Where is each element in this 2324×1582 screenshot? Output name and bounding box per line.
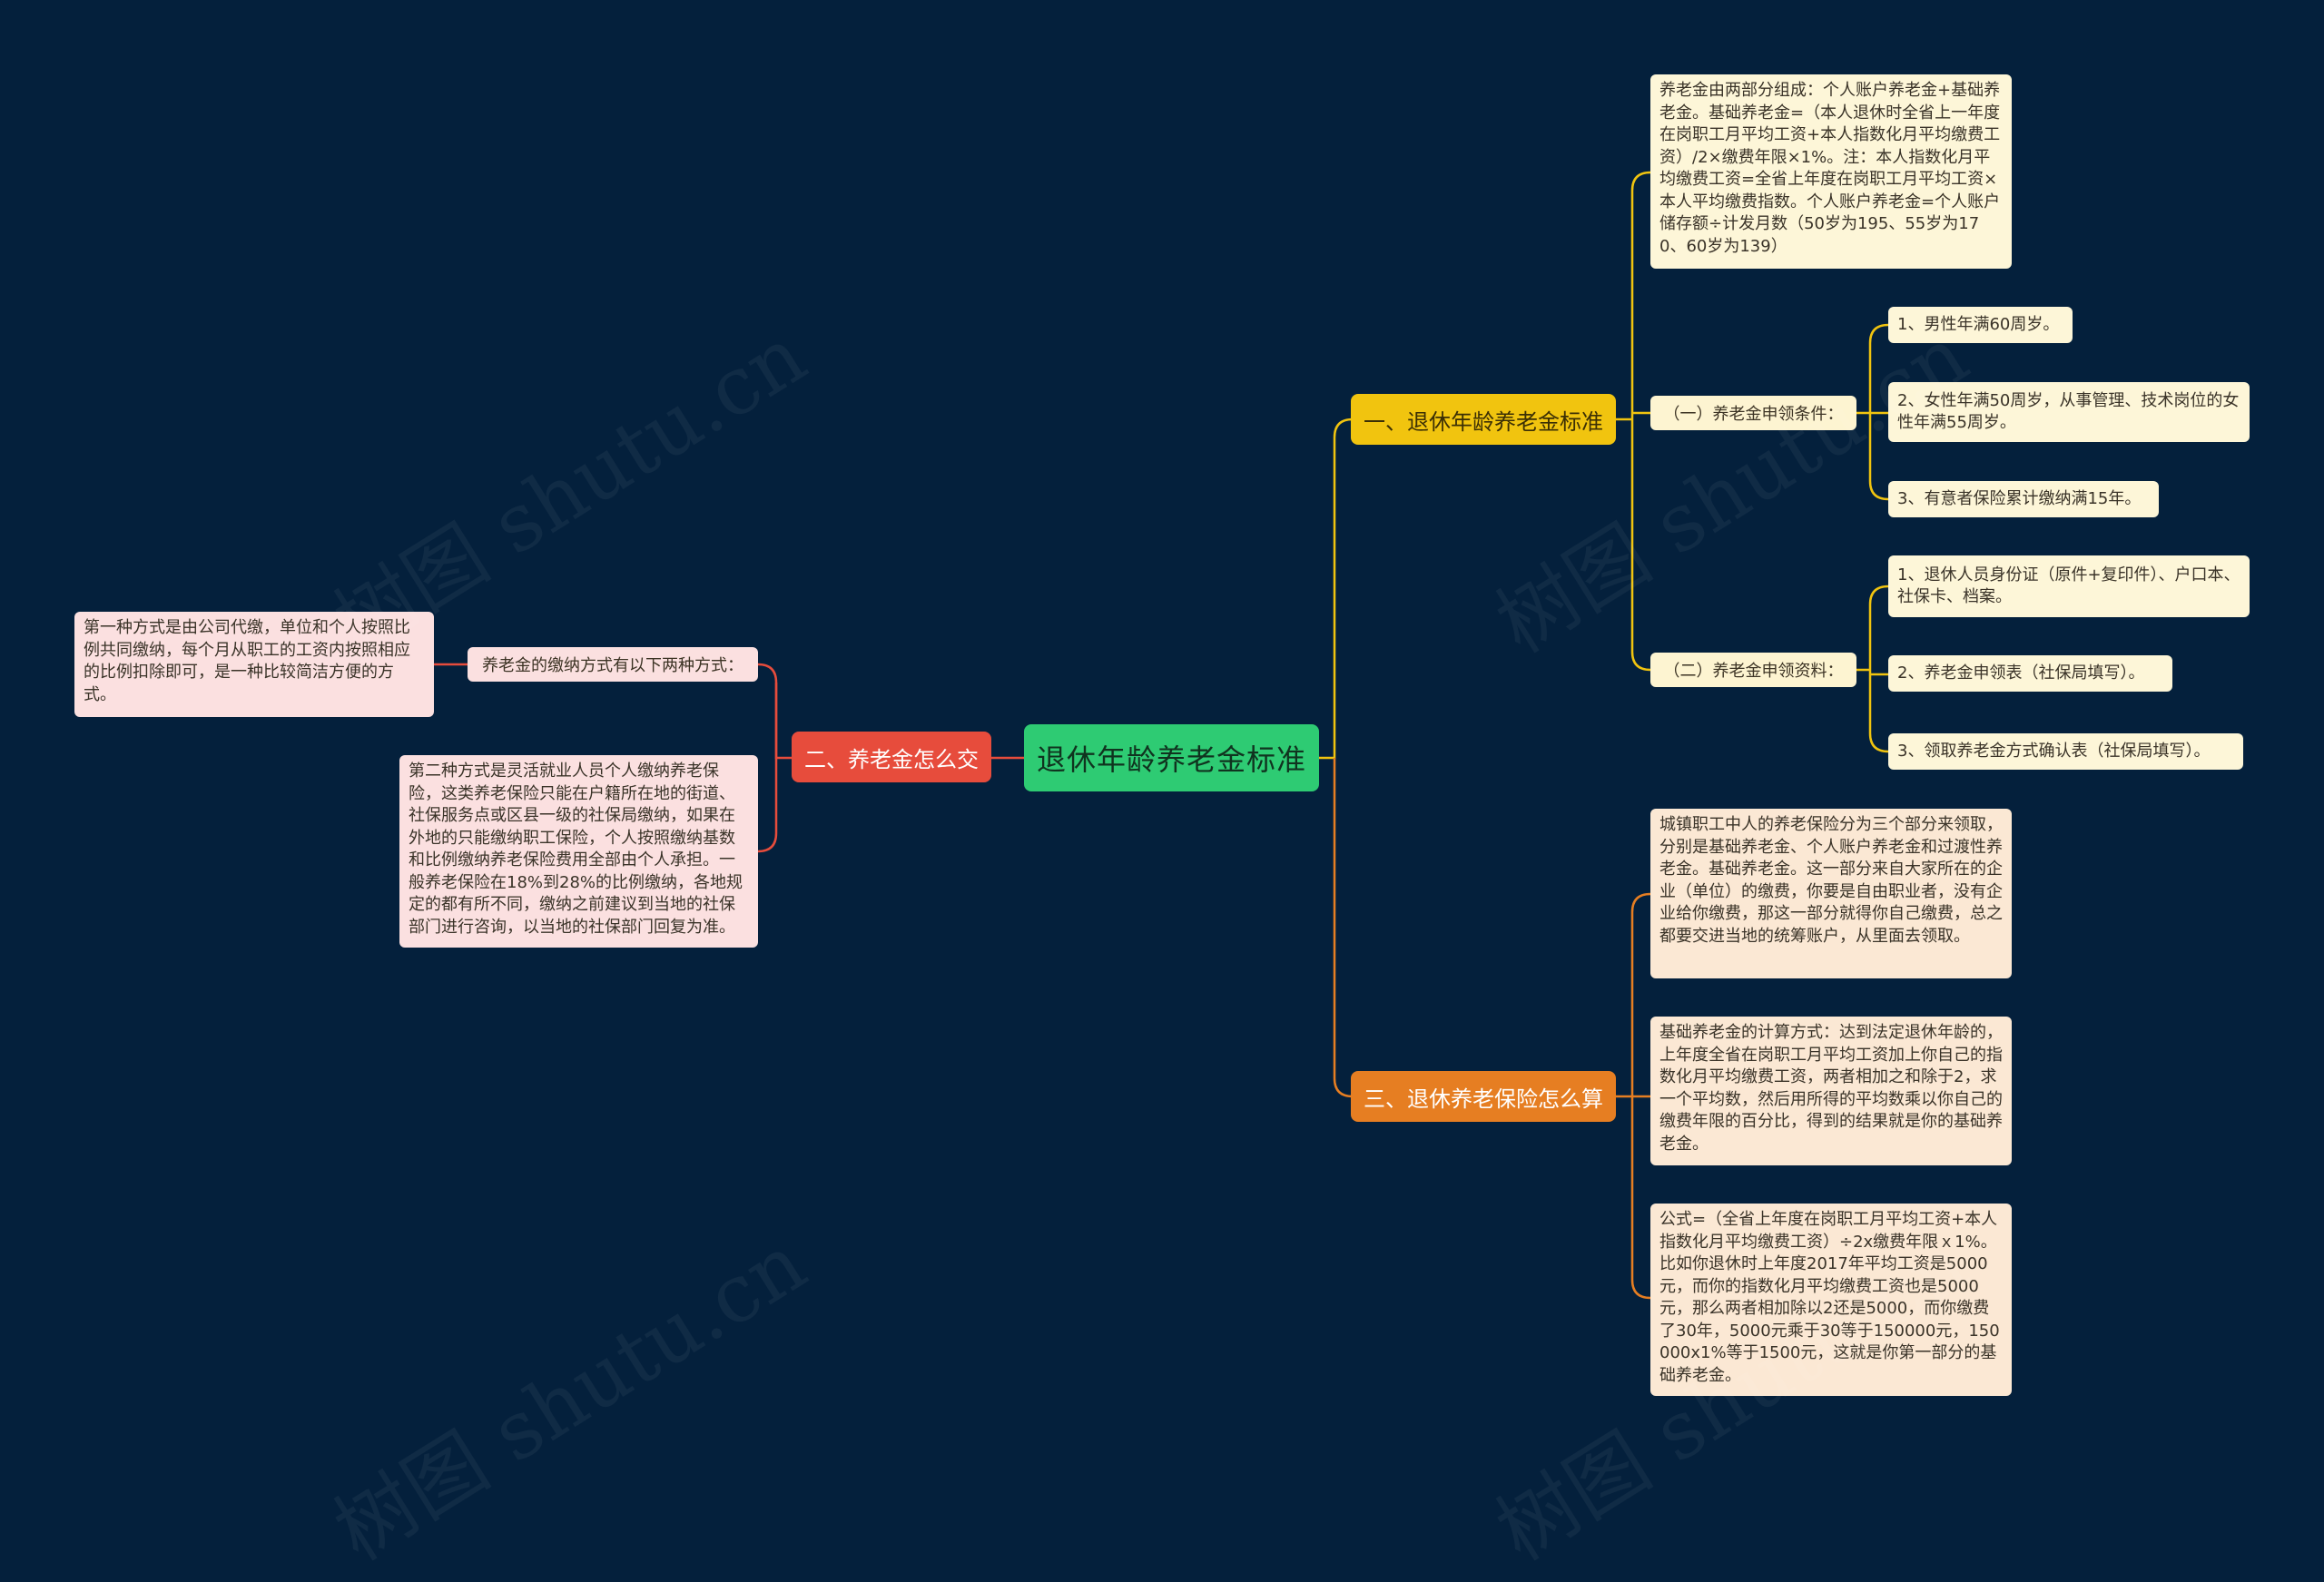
pension-composition-text: 养老金由两部分组成：个人账户养老金+基础养老金。基础养老金=（本人退休时全省上一…: [1659, 81, 2001, 256]
payment-method-2[interactable]: 第二种方式是灵活就业人员个人缴纳养老保险，这类养老保险只能在户籍所在地的街道、社…: [399, 755, 758, 948]
payment-methods-node[interactable]: 养老金的缴纳方式有以下两种方式：: [468, 647, 758, 682]
condition-item-text: 1、男性年满60周岁。: [1897, 315, 2060, 334]
branch3-label: 三、退休养老保险怎么算: [1364, 1086, 1603, 1112]
link-branch2-sub: [757, 663, 792, 760]
material-item[interactable]: 2、养老金申领表（社保局填写）。: [1888, 655, 2172, 692]
connector-lines: [434, 171, 1889, 1300]
calc-components-text: 城镇职工中人的养老保险分为三个部分来领取，分别是基础养老金、个人账户养老金和过渡…: [1659, 815, 2003, 946]
branch-how-to-calculate[interactable]: 三、退休养老保险怎么算: [1351, 1071, 1616, 1122]
calc-formula-text: 公式=（全省上年度在岗职工月平均工资+本人指数化月平均缴费工资）÷2x缴费年限ｘ…: [1659, 1210, 2000, 1385]
condition-item[interactable]: 1、男性年满60周岁。: [1888, 307, 2073, 343]
conditions-node[interactable]: （一）养老金申领条件：: [1650, 396, 1856, 430]
link-branch1-children: [1616, 171, 1651, 672]
link-root-branch3: [1333, 758, 1354, 1098]
link-materials-items: [1856, 585, 1889, 753]
calc-components-note[interactable]: 城镇职工中人的养老保险分为三个部分来领取，分别是基础养老金、个人账户养老金和过渡…: [1650, 809, 2012, 978]
root-label: 退休年龄养老金标准: [1036, 742, 1306, 777]
link-sub-way2: [757, 683, 778, 853]
mindmap-canvas: 退休年龄养老金标准 一、退休年龄养老金标准 二、养老金怎么交 三、退休养老保险怎…: [74, 74, 2250, 1578]
material-item-text: 2、养老金申领表（社保局填写）。: [1897, 663, 2145, 683]
condition-item[interactable]: 3、有意者保险累计缴纳满15年。: [1888, 481, 2159, 517]
link-root-branch1: [1319, 418, 1354, 760]
branch-retirement-standard[interactable]: 一、退休年龄养老金标准: [1351, 394, 1616, 445]
payment-method-1[interactable]: 第一种方式是由公司代缴，单位和个人按照比例共同缴纳，每个月从职工的工资内按照相应…: [74, 612, 434, 717]
link-conditions-items: [1856, 323, 1889, 501]
calc-formula-note[interactable]: 公式=（全省上年度在岗职工月平均工资+本人指数化月平均缴费工资）÷2x缴费年限ｘ…: [1650, 1204, 2012, 1396]
conditions-label: （一）养老金申领条件：: [1663, 405, 1844, 424]
pension-composition-note[interactable]: 养老金由两部分组成：个人账户养老金+基础养老金。基础养老金=（本人退休时全省上一…: [1650, 74, 2012, 269]
condition-item-text: 3、有意者保险累计缴纳满15年。: [1897, 489, 2142, 508]
branch1-label: 一、退休年龄养老金标准: [1364, 408, 1603, 435]
condition-item-text: 2、女性年满50周岁，从事管理、技术岗位的女性年满55周岁。: [1897, 391, 2240, 432]
payment-methods-label: 养老金的缴纳方式有以下两种方式：: [482, 656, 743, 675]
payment-method-2-text: 第二种方式是灵活就业人员个人缴纳养老保险，这类养老保险只能在户籍所在地的街道、社…: [409, 762, 743, 937]
condition-item[interactable]: 2、女性年满50周岁，从事管理、技术岗位的女性年满55周岁。: [1888, 382, 2250, 442]
material-item-text: 3、领取养老金方式确认表（社保局填写）。: [1897, 742, 2211, 761]
materials-node[interactable]: （二）养老金申领资料：: [1650, 653, 1856, 687]
root-node[interactable]: 退休年龄养老金标准: [1024, 724, 1319, 791]
material-item[interactable]: 3、领取养老金方式确认表（社保局填写）。: [1888, 733, 2243, 770]
materials-label: （二）养老金申领资料：: [1663, 662, 1844, 681]
branch-how-to-pay[interactable]: 二、养老金怎么交: [792, 732, 991, 782]
calc-method-text: 基础养老金的计算方式：达到法定退休年龄的，上年度全省在岗职工月平均工资加上你自己…: [1659, 1023, 2003, 1154]
material-item-text: 1、退休人员身份证（原件+复印件）、户口本、社保卡、档案。: [1897, 565, 2240, 606]
link-branch3-children: [1616, 892, 1651, 1300]
calc-method-note[interactable]: 基础养老金的计算方式：达到法定退休年龄的，上年度全省在岗职工月平均工资加上你自己…: [1650, 1017, 2012, 1165]
material-item[interactable]: 1、退休人员身份证（原件+复印件）、户口本、社保卡、档案。: [1888, 555, 2250, 617]
payment-method-1-text: 第一种方式是由公司代缴，单位和个人按照比例共同缴纳，每个月从职工的工资内按照相应…: [84, 618, 410, 704]
branch2-label: 二、养老金怎么交: [804, 746, 979, 772]
